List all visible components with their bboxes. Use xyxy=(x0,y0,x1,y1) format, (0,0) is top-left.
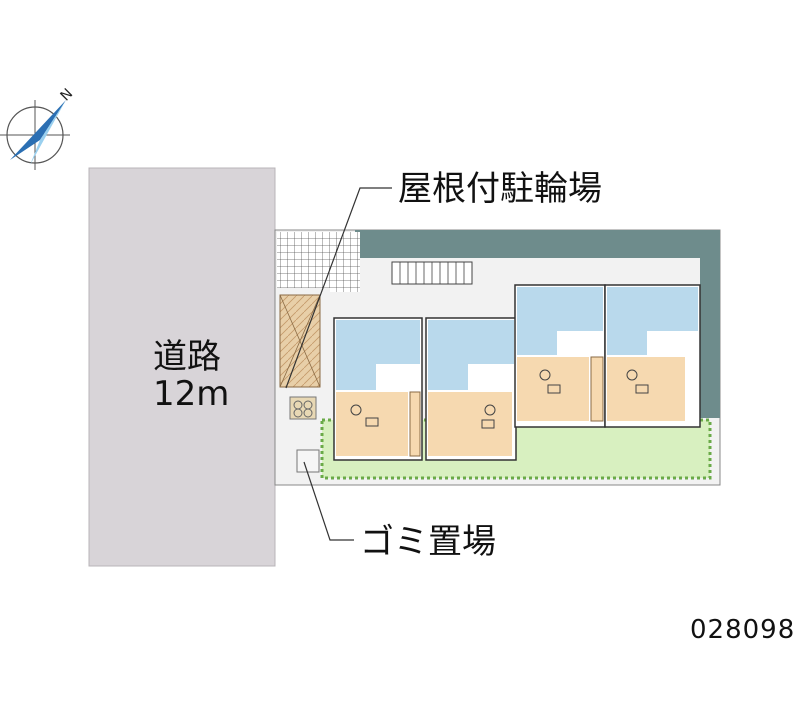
north-letter: N xyxy=(58,86,77,105)
bicycle-parking-leader xyxy=(285,187,392,389)
road-name-label: 道路 xyxy=(153,337,221,377)
road xyxy=(88,167,276,567)
property-code: 028098 xyxy=(690,615,795,645)
bicycle-parking-label: 屋根付駐輪場 xyxy=(398,169,602,209)
north-arrow-icon: N xyxy=(0,86,76,170)
garbage-area-leader xyxy=(303,461,354,541)
garbage-area-label: ゴミ置場 xyxy=(360,522,496,562)
apartment-unit xyxy=(333,317,423,461)
perimeter-wall xyxy=(355,230,720,418)
apartment-unit xyxy=(604,284,701,428)
road-width-label: 12m xyxy=(153,374,229,414)
apartment-unit xyxy=(514,284,606,428)
garbage-area-box xyxy=(289,396,317,420)
apartment-unit xyxy=(425,317,517,461)
